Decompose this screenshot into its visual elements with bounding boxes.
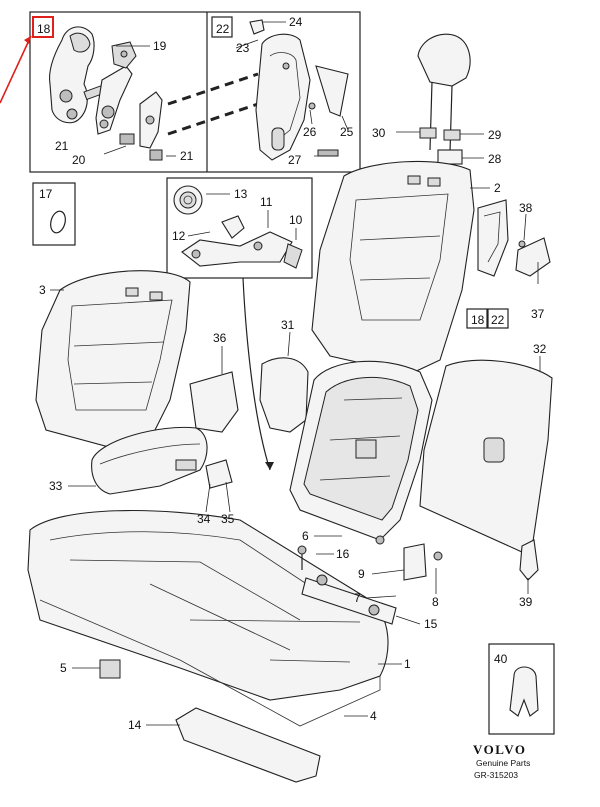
callout-33: 33 — [49, 479, 63, 493]
callout-19: 19 — [153, 39, 167, 53]
clip-39 — [519, 539, 539, 581]
connector-dashed-1 — [167, 72, 259, 106]
curved-arrow-head — [265, 462, 274, 470]
callout-7: 7 — [354, 591, 361, 605]
callout-12: 12 — [172, 229, 186, 243]
callout-15: 15 — [424, 617, 438, 631]
clip-5 — [99, 659, 121, 679]
callout-labels: 18 19 22 24 23 21 20 21 26 25 27 17 13 1… — [37, 15, 547, 732]
bracket-37 — [515, 237, 551, 277]
callout-26: 26 — [303, 125, 317, 139]
callout-22b: 22 — [491, 313, 505, 327]
part-17-box — [32, 182, 76, 246]
brand-name: VOLVO — [473, 742, 526, 757]
callout-25: 25 — [340, 125, 354, 139]
bolt-8 — [433, 551, 443, 561]
part-40-box — [488, 643, 555, 735]
part-18-recliner-assembly — [48, 26, 163, 161]
part-36 — [189, 371, 239, 433]
callout-24: 24 — [289, 15, 303, 29]
callout-37: 37 — [531, 307, 545, 321]
rail-parts — [297, 545, 397, 625]
callout-30: 30 — [372, 126, 386, 140]
callout-38: 38 — [519, 201, 533, 215]
callout-34: 34 — [197, 512, 211, 526]
callout-13: 13 — [234, 187, 248, 201]
backrest-upholstery-3 — [35, 270, 191, 451]
inset-box-top — [29, 11, 361, 173]
callout-36: 36 — [213, 331, 227, 345]
callout-4: 4 — [370, 709, 377, 723]
callout-21b: 21 — [180, 149, 194, 163]
callout-22: 22 — [216, 22, 230, 36]
callout-16: 16 — [336, 547, 350, 561]
callout-17: 17 — [39, 187, 53, 201]
callout-20: 20 — [72, 153, 86, 167]
red-pointer-arrow — [0, 35, 32, 104]
callout-21a: 21 — [55, 139, 69, 153]
backrest-upholstery-2 — [311, 160, 475, 375]
label-22-box — [211, 16, 233, 38]
callout-29: 29 — [488, 128, 502, 142]
leader-lines — [50, 21, 541, 726]
inset-box-center — [166, 177, 313, 279]
callout-18: 18 — [37, 22, 51, 36]
curved-arrow — [242, 277, 271, 471]
bracket-34 — [205, 459, 233, 489]
callout-10: 10 — [289, 213, 303, 227]
reference-number: GR-315203 — [474, 770, 518, 780]
armrest-33 — [91, 426, 208, 495]
callout-39: 39 — [519, 595, 533, 609]
callout-8: 8 — [432, 595, 439, 609]
seat-frame-6 — [289, 360, 433, 545]
connector-dashed-2 — [167, 102, 259, 136]
side-panel-right — [466, 199, 509, 329]
volvo-branding: VOLVO Genuine Parts GR-315203 — [473, 742, 530, 780]
pad-4 — [39, 599, 381, 727]
callout-40: 40 — [494, 652, 508, 666]
callout-31: 31 — [281, 318, 295, 332]
callout-5: 5 — [60, 661, 67, 675]
part-22-side-panel — [249, 19, 349, 161]
part-31 — [259, 357, 309, 433]
callout-6: 6 — [302, 529, 309, 543]
callout-11: 11 — [260, 195, 273, 209]
brand-tagline: Genuine Parts — [476, 758, 530, 768]
callout-35: 35 — [221, 512, 235, 526]
callout-14: 14 — [128, 718, 142, 732]
callout-9: 9 — [358, 567, 365, 581]
bracket-9 — [403, 543, 427, 581]
back-panel-32 — [419, 359, 553, 553]
callout-32: 32 — [533, 342, 547, 356]
label-18-highlight-box — [32, 16, 54, 38]
callout-28: 28 — [488, 152, 502, 166]
cover-14 — [175, 707, 321, 783]
callout-27: 27 — [288, 153, 302, 167]
callout-1: 1 — [404, 657, 411, 671]
headrest — [417, 33, 471, 165]
callout-3: 3 — [39, 283, 46, 297]
callout-23: 23 — [236, 41, 250, 55]
callout-2: 2 — [494, 181, 501, 195]
callout-18b: 18 — [471, 313, 485, 327]
